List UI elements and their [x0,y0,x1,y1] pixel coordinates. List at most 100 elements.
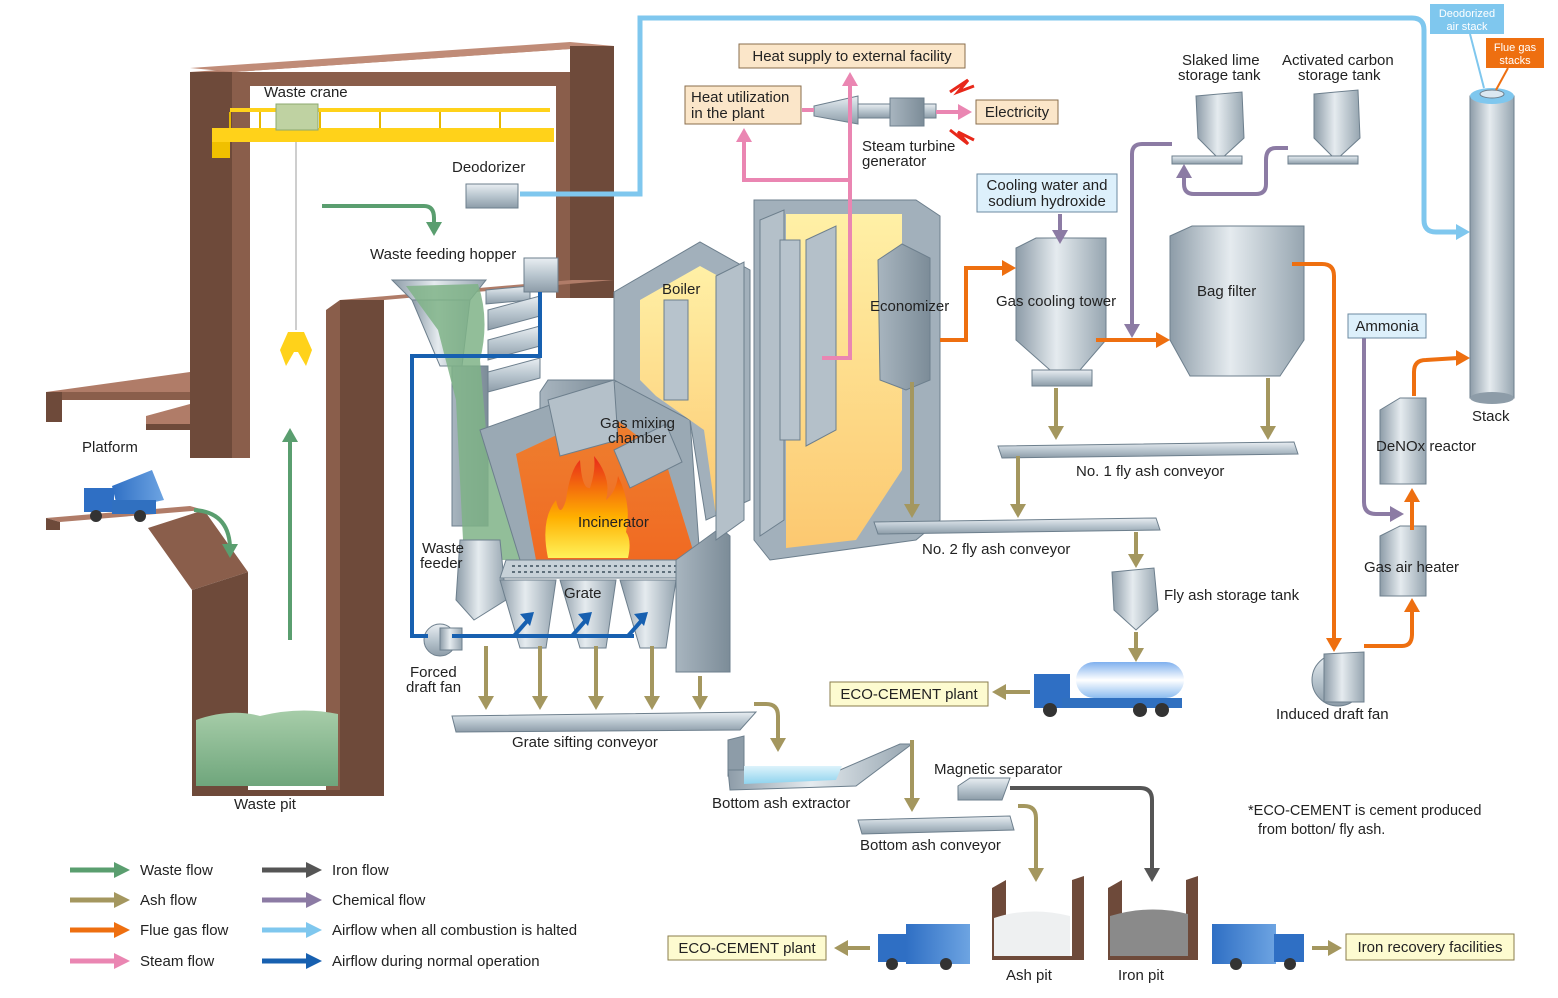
grate-sifting-conveyor [451,711,758,733]
ash-truck-icon [878,924,970,970]
ammonia-box: Ammonia [1347,313,1427,339]
svg-text:Flue gas: Flue gas [1494,42,1537,54]
label-incinerator: Incinerator [578,514,649,531]
label-deodorizer: Deodorizer [452,159,525,176]
legend-item: Steam flow [70,953,214,970]
legend-item: Chemical flow [262,892,426,909]
label-slaked-lime-2: storage tank [1178,67,1261,84]
legend-label: Waste flow [140,862,213,879]
gas-air-heater [1379,525,1427,597]
fly-ash-storage-tank [1111,567,1159,631]
waste-crane [212,103,554,366]
electricity-box: Electricity [975,99,1059,125]
heat-supply-box: Heat supply to external facility [738,43,966,69]
label-bottom-ash-conveyor: Bottom ash conveyor [860,837,1001,854]
denox-reactor [1379,397,1427,485]
gas-cooling-tower [1015,237,1107,387]
svg-text:Ammonia: Ammonia [1355,318,1419,335]
label-waste-pit: Waste pit [234,796,297,813]
label-waste-crane: Waste crane [264,84,348,101]
flue-gas-stacks-tag: Flue gas stacks [1486,38,1544,91]
label-stack: Stack [1472,408,1510,425]
legend-arrow-icon [114,922,130,938]
legend-item: Iron flow [262,862,389,879]
legend-arrow-icon [114,892,130,908]
legend-arrow-icon [306,922,322,938]
eco-cement-note: *ECO-CEMENT is cement produced from bott… [1248,803,1481,838]
legend-item: Ash flow [70,892,197,909]
svg-text:Iron recovery facilities: Iron recovery facilities [1357,939,1502,956]
legend-label: Airflow when all combustion is halted [332,922,577,939]
label-bag-filter: Bag filter [1197,283,1256,300]
label-magnetic-separator: Magnetic separator [934,761,1062,778]
svg-text:ECO-CEMENT plant: ECO-CEMENT plant [840,686,978,703]
legend-item: Waste flow [70,862,213,879]
bottom-ash-extractor [727,735,914,791]
label-forced-draft-fan-2: draft fan [406,679,461,696]
legend-item: Airflow when all combustion is halted [262,922,577,939]
deodorizer-unit [465,183,519,209]
flue-gas-flow-lines [940,262,1459,648]
label-induced-draft-fan: Induced draft fan [1276,706,1389,723]
label-forced-draft-fan-1: Forced [410,664,457,681]
label-waste-feeder-1: Waste [422,540,464,557]
induced-draft-fan [1311,651,1365,707]
steam-turbine-generator [813,78,975,146]
legend-item: Flue gas flow [70,922,229,939]
label-activated-carbon-2: storage tank [1298,67,1381,84]
airflow-halted-lines [520,15,1470,240]
activated-carbon-tank [1287,89,1361,165]
label-ash-pit: Ash pit [1006,967,1053,984]
legend-label: Ash flow [140,892,197,909]
iron-truck-icon [1212,924,1304,970]
cooling-water-box: Cooling water and sodium hydroxide [976,173,1118,213]
crane-grab-icon [280,332,312,366]
svg-text:Deodorized: Deodorized [1439,8,1495,20]
bag-filter [1169,225,1305,377]
heat-utilization-box: Heat utilization in the plant [684,85,802,125]
label-gas-mixing-2: chamber [608,430,666,447]
legend-arrow-icon [306,862,322,878]
label-waste-feeding-hopper: Waste feeding hopper [370,246,516,263]
label-platform: Platform [82,439,138,456]
legend-item: Airflow during normal operation [262,953,540,970]
iron-flow-lines [1010,786,1154,870]
label-gas-cooling-tower: Gas cooling tower [996,293,1116,310]
legend-label: Chemical flow [332,892,426,909]
iron-recovery-box: Iron recovery facilities [1345,933,1515,961]
legend-arrow-icon [114,862,130,878]
legend-label: Iron flow [332,862,389,879]
legend-arrow-icon [114,953,130,969]
legend-label: Airflow during normal operation [332,953,540,970]
fly-ash-conveyors [873,441,1299,535]
label-fly-ash-storage-tank: Fly ash storage tank [1164,587,1300,604]
ash-pit-bin [992,876,1084,960]
legend-arrow-icon [306,953,322,969]
svg-text:Cooling water and: Cooling water and [987,177,1108,194]
label-slaked-lime-1: Slaked lime [1182,52,1260,69]
svg-text:Heat utilization: Heat utilization [691,89,789,106]
svg-text:*ECO-CEMENT is cement produced: *ECO-CEMENT is cement produced [1248,803,1481,819]
slaked-lime-tank [1171,91,1245,165]
chemical-flow-lines [1058,142,1392,516]
legend-label: Flue gas flow [140,922,229,939]
boiler [613,199,941,561]
bottom-ash-conveyor [857,815,1015,835]
flame-icon [545,456,630,558]
legend-label: Steam flow [140,953,214,970]
airflow-normal-lines [410,292,644,638]
label-economizer: Economizer [870,298,949,315]
label-grate: Grate [564,585,602,602]
label-fly-ash-conveyor-1: No. 1 fly ash conveyor [1076,463,1224,480]
label-steam-turbine-2: generator [862,153,926,170]
deodorized-air-stack-tag: Deodorized air stack [1430,4,1504,89]
label-iron-pit: Iron pit [1118,967,1165,984]
legend-arrow-icon [306,892,322,908]
component-labels: Waste crane Deodorizer Waste feeding hop… [82,52,1510,984]
label-gas-mixing-1: Gas mixing [600,415,675,432]
svg-text:Heat supply to external facili: Heat supply to external facility [752,48,952,65]
svg-text:from botton/ fly ash.: from botton/ fly ash. [1258,822,1385,838]
svg-text:ECO-CEMENT plant: ECO-CEMENT plant [678,940,816,957]
label-waste-feeder-2: feeder [420,555,463,572]
